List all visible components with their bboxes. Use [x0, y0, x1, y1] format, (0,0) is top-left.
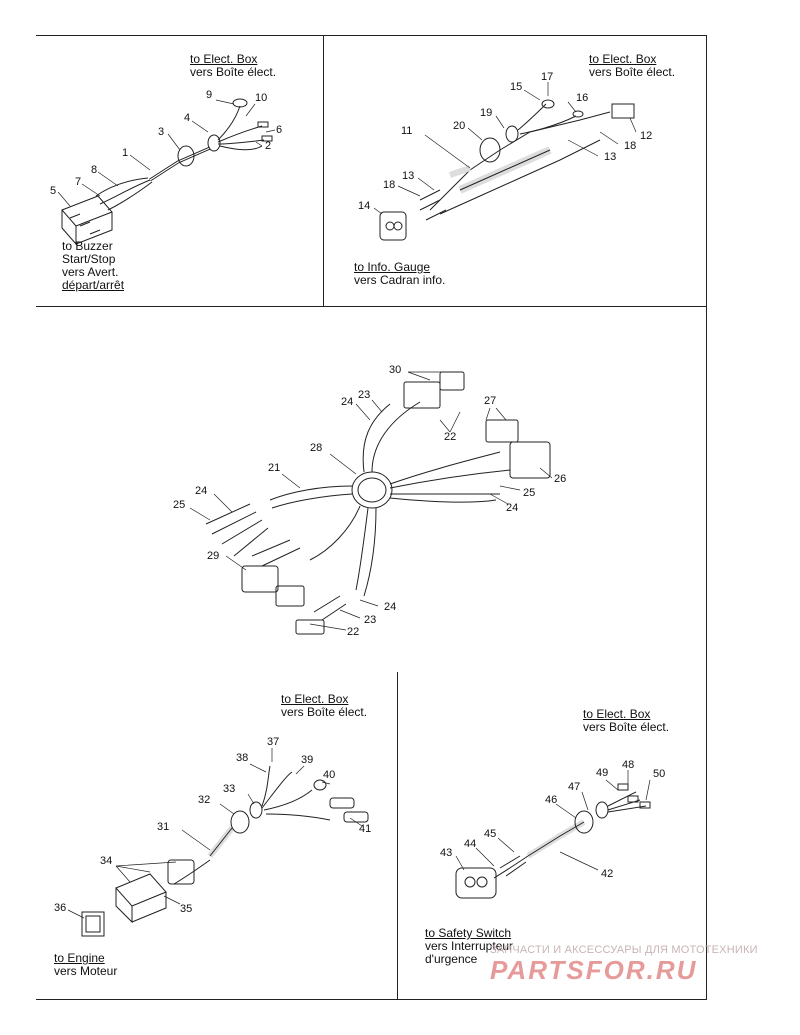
callout-39: 39	[301, 754, 314, 766]
callout-27: 27	[484, 395, 497, 407]
callout-19: 19	[480, 107, 493, 119]
br-dest-line-1: to Safety Switch	[425, 926, 512, 940]
callout-5: 5	[50, 185, 57, 197]
callout-18a: 18	[624, 140, 637, 152]
tl-dest-line-2: Start/Stop	[62, 252, 116, 266]
callout-13a: 13	[604, 151, 617, 163]
callout-17: 17	[541, 71, 554, 83]
tr-dest-to: to Info. Gauge	[354, 260, 431, 274]
callout-45: 45	[484, 828, 497, 840]
callout-24a: 24	[341, 396, 354, 408]
callout-40: 40	[323, 769, 336, 781]
callout-33: 33	[223, 783, 236, 795]
callout-20: 20	[453, 120, 466, 132]
br-dest-line-3: d'urgence	[425, 952, 478, 966]
callout-4: 4	[184, 112, 191, 124]
callout-34: 34	[100, 855, 113, 867]
callout-23b: 23	[364, 614, 377, 626]
harness-top-right-drawing	[379, 99, 635, 241]
callout-29: 29	[207, 550, 220, 562]
callout-36: 36	[54, 902, 67, 914]
frame-bottom-divider	[397, 672, 398, 1000]
callout-37: 37	[267, 736, 280, 748]
tl-dest-line-1: to Buzzer	[62, 239, 113, 253]
callout-2: 2	[265, 140, 272, 152]
harness-top-left-drawing	[61, 98, 273, 246]
tl-to-elect-box: to Elect. Box	[190, 52, 258, 66]
callout-12: 12	[640, 130, 653, 142]
watermark-logo: PARTSFOR.RU	[490, 955, 698, 985]
callout-23a: 23	[358, 389, 371, 401]
callout-31: 31	[157, 821, 170, 833]
callout-16: 16	[576, 92, 589, 104]
watermark-tagline: ЗАПЧАСТИ И АКСЕССУАРЫ ДЛЯ МОТОТЕХНИКИ	[490, 944, 758, 956]
callout-24c: 24	[195, 485, 208, 497]
frame-mid-line	[36, 306, 706, 307]
harness-safety-drawing	[455, 783, 651, 899]
callout-38: 38	[236, 752, 249, 764]
callout-50: 50	[653, 768, 666, 780]
callout-22a: 22	[444, 431, 457, 443]
tr-vers-boite: vers Boîte élect.	[589, 65, 676, 79]
tl-dest-line-3: vers Avert.	[62, 265, 119, 279]
callout-32: 32	[198, 794, 211, 806]
callout-14: 14	[358, 200, 371, 212]
callout-11: 11	[401, 125, 413, 137]
callout-49: 49	[596, 767, 609, 779]
callout-44: 44	[464, 838, 477, 850]
callout-43: 43	[440, 847, 453, 859]
callout-3: 3	[158, 126, 165, 138]
callout-21: 21	[268, 462, 281, 474]
frame-top-line	[36, 35, 706, 36]
tl-vers-boite: vers Boîte élect.	[190, 65, 277, 79]
callout-48: 48	[622, 759, 635, 771]
callout-30: 30	[389, 364, 402, 376]
callout-24d: 24	[384, 601, 397, 613]
callout-6: 6	[276, 124, 283, 136]
callout-25b: 25	[173, 499, 186, 511]
tr-dest-vers: vers Cadran info.	[354, 273, 446, 287]
bl-dest-to: to Engine	[54, 951, 105, 965]
callout-8: 8	[91, 164, 98, 176]
tr-to-elect-box: to Elect. Box	[589, 52, 657, 66]
callout-47: 47	[568, 781, 581, 793]
callout-18b: 18	[383, 179, 396, 191]
main-harness-drawing	[205, 371, 551, 635]
callout-22b: 22	[347, 626, 360, 638]
callout-26: 26	[554, 473, 567, 485]
callout-28: 28	[310, 442, 323, 454]
callout-7: 7	[75, 176, 82, 188]
callout-13b: 13	[402, 170, 415, 182]
frame-bottom-line	[36, 999, 706, 1000]
callout-1: 1	[122, 147, 129, 159]
tl-dest-line-4: départ/arrêt	[62, 278, 125, 292]
callout-42: 42	[601, 868, 614, 880]
callout-24b: 24	[506, 502, 519, 514]
br-dest-line-2: vers Interrupteur	[425, 939, 514, 953]
frame-top-divider	[323, 35, 324, 306]
bl-vers-boite: vers Boîte élect.	[281, 705, 368, 719]
callout-46: 46	[545, 794, 558, 806]
br-vers-boite: vers Boîte élect.	[583, 720, 670, 734]
callout-15: 15	[510, 81, 523, 93]
callout-10: 10	[255, 92, 268, 104]
bl-to-elect-box: to Elect. Box	[281, 692, 349, 706]
callout-25a: 25	[523, 487, 536, 499]
bl-dest-vers: vers Moteur	[54, 964, 118, 978]
callout-41: 41	[359, 823, 372, 835]
br-to-elect-box: to Elect. Box	[583, 707, 651, 721]
callout-35: 35	[180, 903, 193, 915]
callout-9: 9	[206, 89, 213, 101]
frame-right-line	[706, 35, 707, 1000]
